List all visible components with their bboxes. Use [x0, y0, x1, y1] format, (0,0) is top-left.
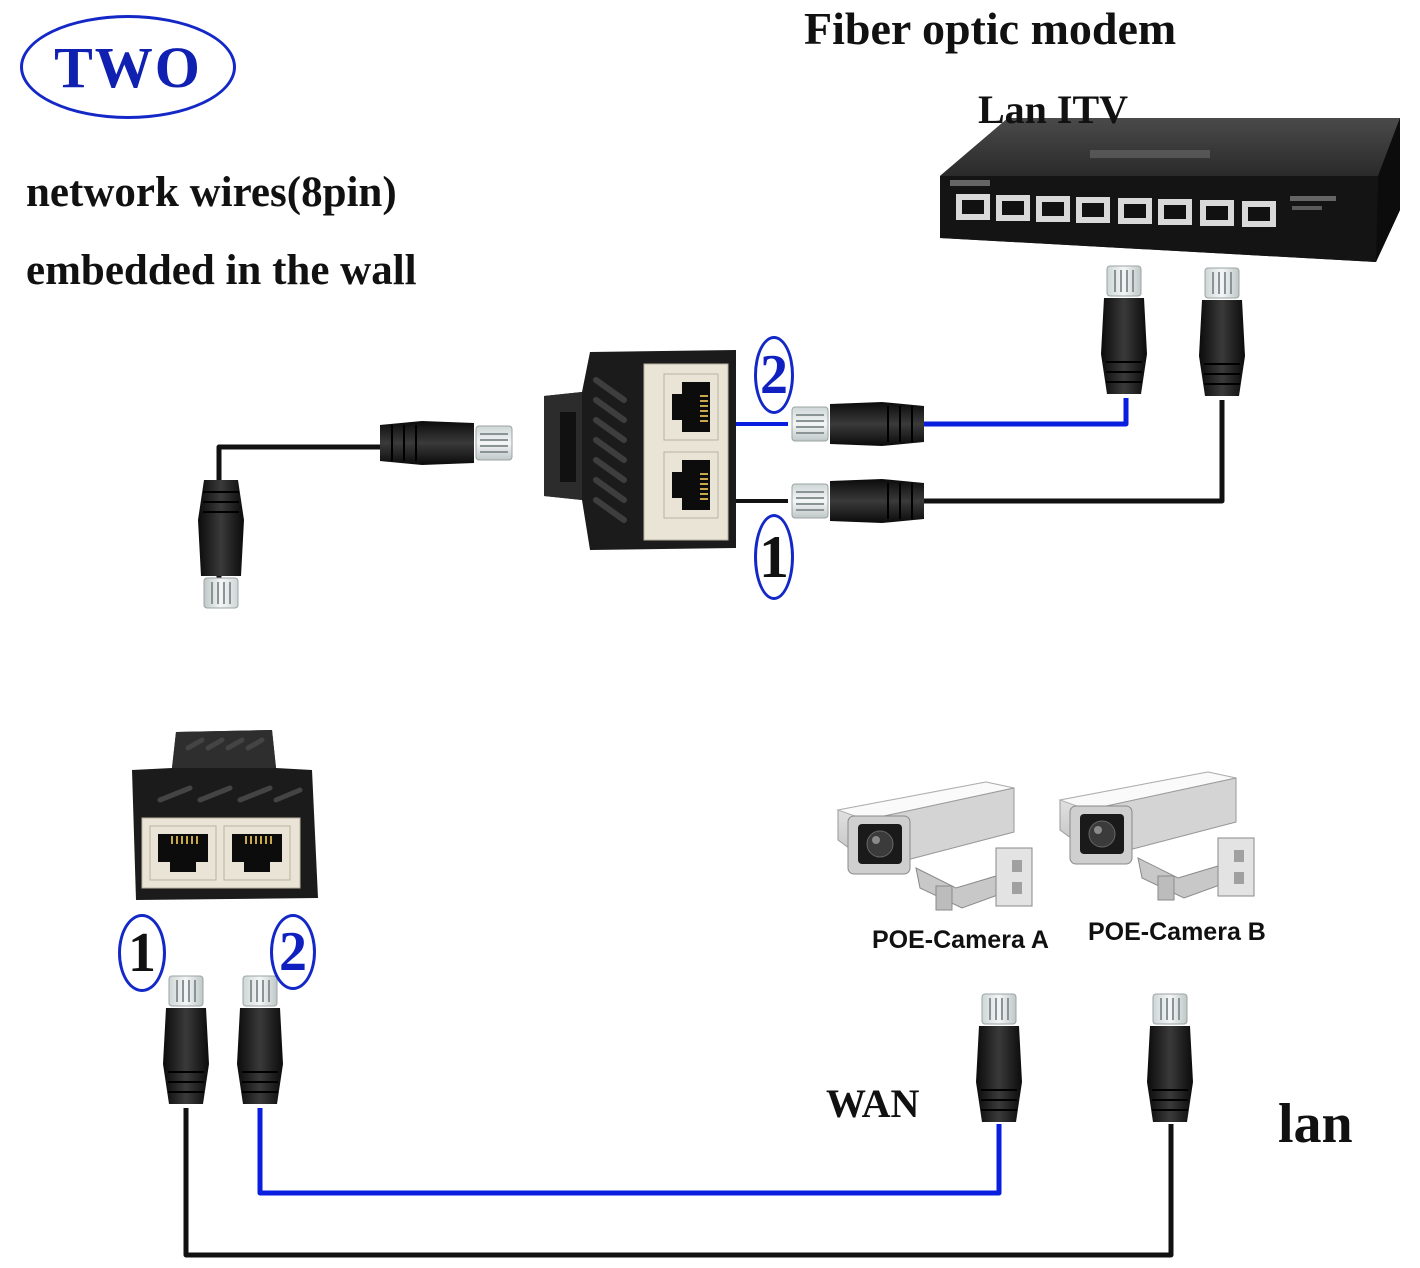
- lower-splitter: [132, 730, 318, 900]
- lan-label: lan: [1278, 1093, 1353, 1155]
- lan-itv-label: Lan ITV: [978, 87, 1129, 132]
- black-cable-lower: [183, 1108, 1174, 1258]
- network-switch: [940, 118, 1400, 262]
- camera-b: [1059, 771, 1255, 901]
- upper-splitter: [544, 350, 736, 550]
- wall-label-line2: embedded in the wall: [26, 247, 417, 294]
- wall-cable: [216, 444, 380, 580]
- port-number-lower-2: 2: [270, 914, 316, 990]
- camera-a: [837, 781, 1033, 911]
- lower-input-plug: [197, 479, 245, 609]
- wall-label-line1: network wires(8pin): [26, 169, 397, 216]
- camera-a-label: POE-Camera A: [872, 926, 1049, 954]
- two-badge-text: TWO: [54, 34, 202, 100]
- port-number-upper-1: 1: [754, 514, 794, 600]
- wall-input-plug: [379, 420, 513, 466]
- switch-plug-2: [1198, 267, 1246, 397]
- black-cable-upper: [924, 400, 1225, 504]
- blue-cable-upper: [924, 398, 1129, 427]
- cables: [183, 398, 1225, 1258]
- upper-out-plug-1: [791, 478, 925, 524]
- switch-ports: [956, 194, 1276, 227]
- modem-title: Fiber optic modem: [804, 3, 1177, 54]
- port-number-upper-2: 2: [754, 336, 794, 414]
- blue-cable-lower: [257, 1108, 1002, 1196]
- camera-a-plug: [975, 993, 1023, 1123]
- camera-b-label: POE-Camera B: [1088, 918, 1266, 946]
- upper-out-plug-2: [791, 401, 925, 447]
- wan-label: WAN: [826, 1081, 920, 1126]
- lower-out-plug-1: [162, 975, 210, 1105]
- port-number-lower-1: 1: [118, 914, 166, 992]
- switch-plug-1: [1100, 265, 1148, 395]
- lower-out-plug-2: [236, 975, 284, 1105]
- two-badge: TWO: [20, 15, 236, 119]
- camera-b-plug: [1146, 993, 1194, 1123]
